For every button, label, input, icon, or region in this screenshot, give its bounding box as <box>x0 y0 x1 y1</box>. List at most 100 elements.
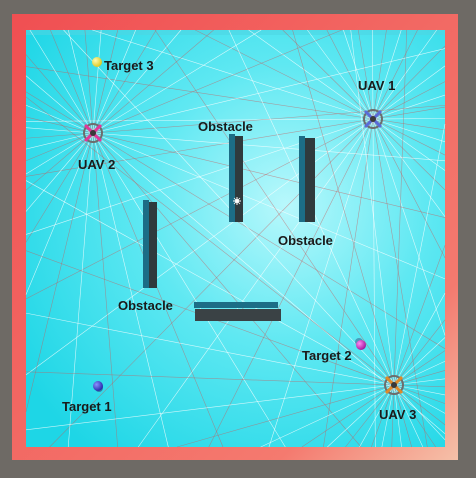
sensor-ray <box>25 371 395 386</box>
sensor-ray <box>350 29 395 386</box>
sensor-ray <box>92 132 286 448</box>
obstacle-block-4 <box>194 302 281 321</box>
sensor-ray <box>176 384 395 448</box>
sensor-ray <box>393 384 402 448</box>
sensor-ray <box>195 29 374 120</box>
sensor-ray <box>372 118 446 217</box>
sensor-ray <box>393 337 446 386</box>
sensor-ray <box>372 118 376 448</box>
obstacle-block-2 <box>229 134 243 222</box>
sensor-ray <box>25 75 94 134</box>
sensor-ray <box>25 118 374 122</box>
target-1-label: Target 1 <box>62 399 112 414</box>
uav-1-quadcopter-icon[interactable] <box>363 109 383 129</box>
sensor-ray <box>49 118 374 448</box>
sensor-ray <box>25 116 94 134</box>
sensor-ray <box>372 29 374 120</box>
sensor-ray <box>92 29 136 134</box>
sensor-ray <box>326 29 374 120</box>
sensor-ray <box>372 118 446 336</box>
uav-1-label: UAV 1 <box>358 78 396 93</box>
sensor-ray <box>393 350 446 386</box>
obstacle-block-1 <box>143 200 157 288</box>
sensor-ray <box>248 29 374 120</box>
sensor-ray <box>67 132 94 448</box>
sensor-ray <box>372 118 446 143</box>
sensor-ray <box>92 48 446 134</box>
sensor-ray <box>25 91 94 134</box>
sensor-ray <box>25 127 94 134</box>
obstacle-label-right: Obstacle <box>278 233 333 248</box>
sensor-ray <box>301 384 395 448</box>
sensor-ray <box>343 29 374 120</box>
sensor-ray <box>282 29 374 120</box>
sensor-ray <box>25 132 94 212</box>
sensor-ray <box>92 105 446 134</box>
sensor-ray <box>357 29 374 120</box>
sensor-ray <box>372 118 446 156</box>
sensor-ray <box>68 29 94 134</box>
sensor-ray <box>25 132 94 175</box>
sensor-ray <box>29 29 94 134</box>
sensor-ray <box>25 132 94 295</box>
sensor-ray <box>372 81 446 120</box>
sensor-ray <box>372 118 446 131</box>
sensor-ray <box>154 29 395 386</box>
target-1-sphere[interactable] <box>93 381 103 392</box>
sensor-ray <box>92 29 342 134</box>
sensor-ray <box>92 132 118 448</box>
sensor-ray <box>25 118 374 235</box>
sensor-ray <box>372 118 446 191</box>
sensor-ray <box>393 319 446 386</box>
sensor-ray <box>372 118 446 259</box>
sensor-ray <box>372 29 387 120</box>
sensor-ray <box>381 384 395 448</box>
sensor-ray <box>25 132 94 150</box>
sensor-ray <box>92 29 119 134</box>
sensor-ray <box>393 384 413 448</box>
sensor-ray <box>25 104 94 134</box>
sensor-ray <box>372 29 402 120</box>
sensor-ray <box>25 118 374 177</box>
sensor-ray <box>345 384 395 448</box>
sensor-ray <box>393 29 408 386</box>
sensor-ray <box>25 66 374 120</box>
sensor-ray <box>393 384 446 440</box>
sensor-ray <box>25 312 395 386</box>
sensor-ray <box>268 118 374 448</box>
sensor-ray <box>372 94 446 120</box>
sensor-ray <box>92 132 224 448</box>
sun-icon <box>233 197 241 205</box>
sensor-ray <box>25 132 94 243</box>
sensor-ray <box>307 29 374 120</box>
target-2-label: Target 2 <box>302 348 352 363</box>
sensor-ray <box>208 118 374 448</box>
target-2-sphere[interactable] <box>355 338 366 350</box>
sensor-ray <box>25 118 374 300</box>
sensor-ray <box>92 29 157 134</box>
sensor-ray <box>25 132 94 162</box>
obstacle-label-top: Obstacle <box>198 119 253 134</box>
sensor-ray <box>393 293 446 386</box>
obstacle-block-3 <box>299 136 315 222</box>
sensor-ray <box>393 123 446 386</box>
sensor-ray <box>372 106 446 120</box>
sensor-ray <box>327 384 395 448</box>
uav-3-label: UAV 3 <box>379 407 417 422</box>
sensor-ray <box>25 96 395 386</box>
sensor-rays <box>25 29 446 448</box>
sensor-ray <box>25 118 374 376</box>
sensor-ray <box>372 45 446 120</box>
sensor-ray <box>372 118 428 448</box>
target-3-sphere[interactable] <box>92 57 102 67</box>
sensor-ray <box>92 132 446 162</box>
sensor-ray <box>372 29 418 120</box>
sensor-ray <box>92 132 446 280</box>
sensor-ray <box>25 54 94 134</box>
uav-2-quadcopter-icon[interactable] <box>83 123 103 143</box>
sensor-ray <box>359 384 395 448</box>
uav-3-quadcopter-icon[interactable] <box>384 375 404 395</box>
sensor-ray <box>25 132 94 191</box>
target-3-label: Target 3 <box>104 58 154 73</box>
